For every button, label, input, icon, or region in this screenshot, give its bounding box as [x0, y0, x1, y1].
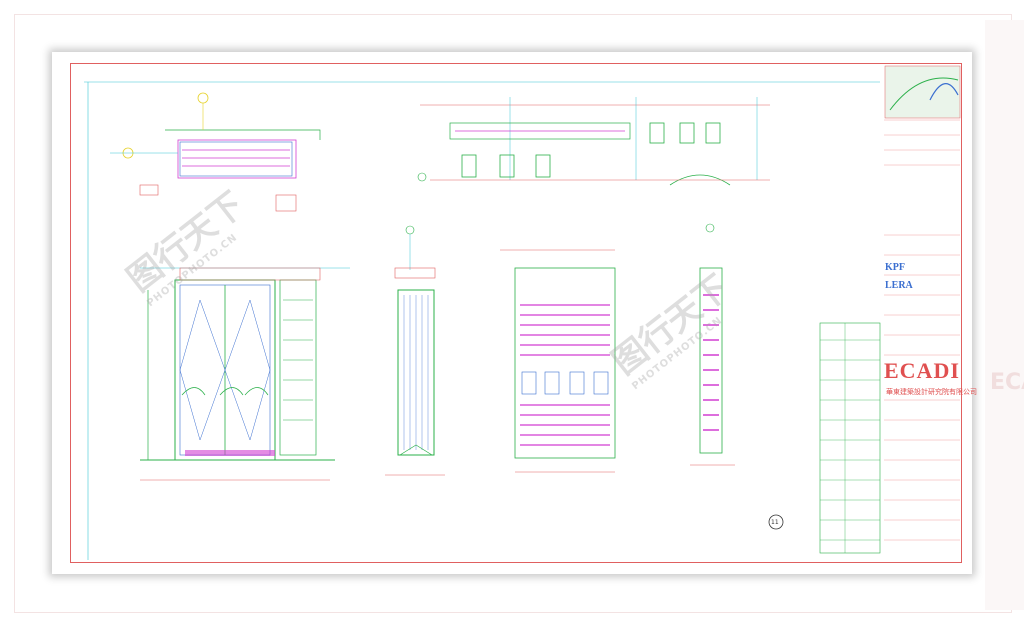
elevation-screen: [500, 249, 616, 473]
lera-logo: LERA: [885, 280, 913, 291]
elevation-door: [140, 267, 350, 481]
firm-name: ECADI: [884, 358, 960, 383]
drawing-border: [70, 63, 962, 563]
plan-view-left: [110, 92, 321, 212]
sheet-marker-label: 11: [771, 519, 779, 526]
ghost-firm-name: ECADI: [990, 370, 1024, 395]
sheet-marker-circle: [768, 514, 784, 530]
title-block-lines: [884, 119, 960, 541]
section-thin: [690, 223, 735, 466]
background-sheet-ghost-right: [985, 20, 1024, 610]
firm-subtitle: 華東建築設計研究院有限公司: [886, 388, 977, 396]
site-map-thumbnail: [884, 65, 961, 119]
section-narrow: [385, 225, 445, 476]
kpf-logo: KPF: [885, 262, 905, 273]
plan-view-right: [417, 97, 770, 186]
legend-table: [819, 322, 881, 554]
